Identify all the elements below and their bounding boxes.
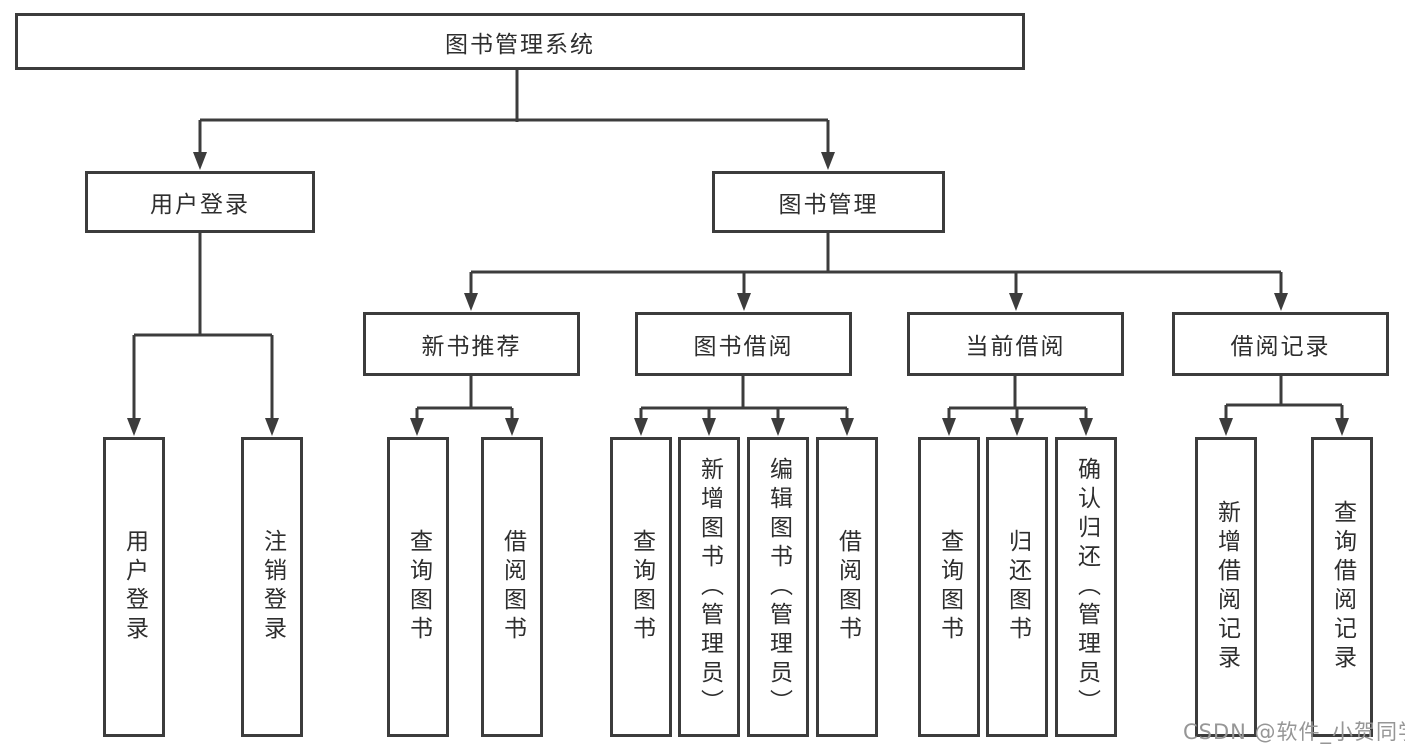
leaf-label: 查询图书 bbox=[628, 529, 655, 645]
leaf-label: 查询借阅记录 bbox=[1329, 500, 1356, 674]
node-user-login: 用户登录 bbox=[85, 171, 315, 233]
leaf-label: 新增借阅记录 bbox=[1213, 500, 1240, 674]
node-leaf-borrow-books: 借阅图书 bbox=[816, 437, 878, 737]
node-new-book-recommend: 新书推荐 bbox=[363, 312, 580, 376]
leaf-label: 新增图书（管理员） bbox=[696, 456, 723, 718]
node-root: 图书管理系统 bbox=[15, 13, 1025, 70]
leaf-label: 用户登录 bbox=[121, 529, 148, 645]
node-leaf-logout: 注销登录 bbox=[241, 437, 303, 737]
node-book-management-label: 图书管理 bbox=[778, 192, 879, 218]
node-root-label: 图书管理系统 bbox=[445, 31, 595, 58]
node-book-borrow: 图书借阅 bbox=[635, 312, 852, 376]
node-borrow-records-label: 借阅记录 bbox=[1230, 334, 1331, 360]
leaf-label: 归还图书 bbox=[1004, 529, 1031, 645]
node-leaf-query-borrow-record: 查询借阅记录 bbox=[1311, 437, 1373, 737]
leaf-label: 借阅图书 bbox=[499, 529, 526, 645]
node-leaf-edit-book-admin: 编辑图书（管理员） bbox=[747, 437, 809, 737]
node-borrow-records: 借阅记录 bbox=[1172, 312, 1389, 376]
leaf-label: 注销登录 bbox=[259, 529, 286, 645]
node-book-borrow-label: 图书借阅 bbox=[693, 334, 794, 360]
leaf-label: 编辑图书（管理员） bbox=[765, 456, 792, 718]
node-leaf-confirm-return-admin: 确认归还（管理员） bbox=[1055, 437, 1117, 737]
node-book-management: 图书管理 bbox=[712, 171, 945, 233]
node-leaf-add-book-admin: 新增图书（管理员） bbox=[678, 437, 740, 737]
node-new-book-recommend-label: 新书推荐 bbox=[421, 334, 522, 360]
leaf-label: 查询图书 bbox=[405, 529, 432, 645]
csdn-watermark: CSDN @软件_小贺同学 bbox=[1183, 720, 1405, 744]
leaf-label: 借阅图书 bbox=[834, 529, 861, 645]
node-current-borrow: 当前借阅 bbox=[907, 312, 1124, 376]
arrowheads bbox=[127, 152, 1349, 436]
node-user-login-label: 用户登录 bbox=[150, 192, 250, 218]
node-leaf-user-login: 用户登录 bbox=[103, 437, 165, 737]
node-leaf-query-books-current: 查询图书 bbox=[918, 437, 980, 737]
leaf-label: 查询图书 bbox=[936, 529, 963, 645]
leaf-label: 确认归还（管理员） bbox=[1073, 456, 1100, 718]
node-leaf-query-books-recommend: 查询图书 bbox=[387, 437, 449, 737]
node-current-borrow-label: 当前借阅 bbox=[965, 334, 1066, 360]
node-leaf-add-borrow-record: 新增借阅记录 bbox=[1195, 437, 1257, 737]
node-leaf-return-books: 归还图书 bbox=[986, 437, 1048, 737]
node-leaf-query-books-borrow: 查询图书 bbox=[610, 437, 672, 737]
node-leaf-borrow-books-recommend: 借阅图书 bbox=[481, 437, 543, 737]
